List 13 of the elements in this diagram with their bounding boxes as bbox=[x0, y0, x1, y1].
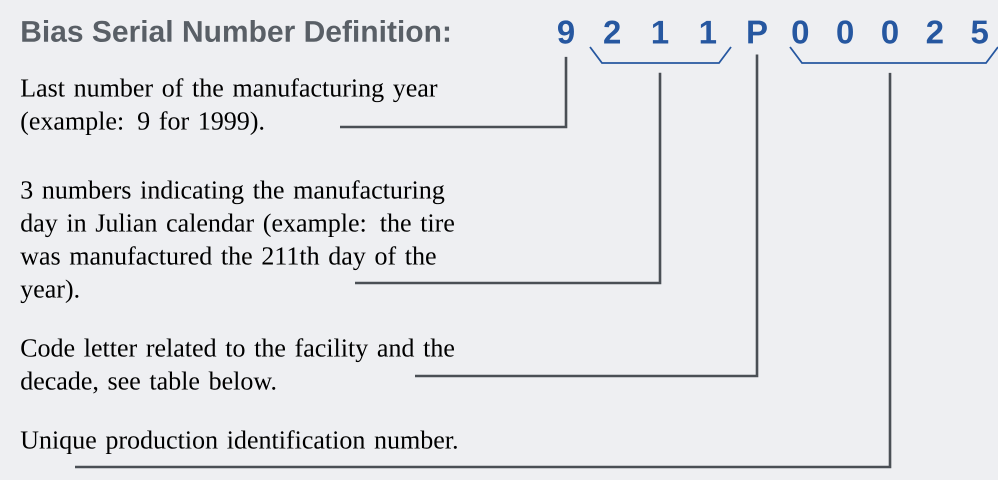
description-text: Unique production identification number. bbox=[20, 430, 457, 454]
leader-line bbox=[340, 56, 568, 128]
description-text: 3 numbers indicating the manufacturing day in Julian calendar (example: the tire was manufactured the 211th day of the year). bbox=[20, 180, 454, 304]
code-character: 9 bbox=[558, 20, 574, 44]
code-character: 2 1 1 bbox=[604, 20, 716, 44]
leader-line bbox=[355, 72, 662, 284]
title: Bias Serial Number Definition: bbox=[22, 20, 450, 42]
leader-line bbox=[415, 54, 758, 378]
code-character: P bbox=[748, 20, 767, 44]
description-text: Last number of the manufacturing year (example: 9 for 1999). bbox=[20, 78, 438, 136]
code-character: 0 0 0 2 5 bbox=[792, 20, 988, 44]
description-text: Code letter related to the facility and the decade, see table below. bbox=[21, 338, 454, 394]
leader-line bbox=[75, 72, 892, 468]
